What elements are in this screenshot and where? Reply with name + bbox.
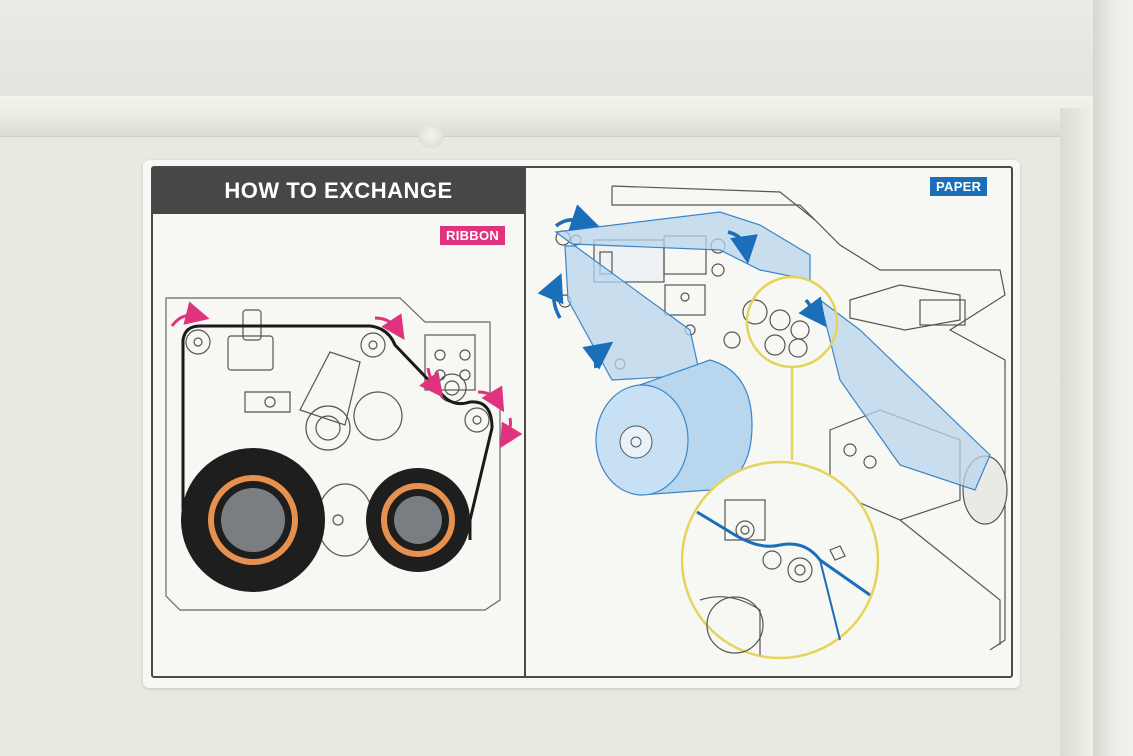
ribbon-tag: RIBBON [440,226,506,245]
paper-roll [595,359,753,496]
machine-panel-ledge [0,96,1095,137]
sticker-title: HOW TO EXCHANGE [153,168,524,214]
machine-side-edge [1093,0,1133,756]
paper-detail-path [696,510,871,597]
paper-detail-callout [680,275,880,660]
machine-panel-top [0,0,1133,108]
sticker-frame [151,166,1013,678]
paper-tag: PAPER [930,177,988,196]
ribbon-direction-arrows [170,301,523,449]
ribbon-spool-left [181,448,325,592]
panel-bump [418,126,444,148]
ribbon-spool-right [366,468,470,572]
paper-direction-arrows [537,204,827,370]
paper-detail-path-2 [819,559,841,641]
sticker-divider [524,166,526,678]
